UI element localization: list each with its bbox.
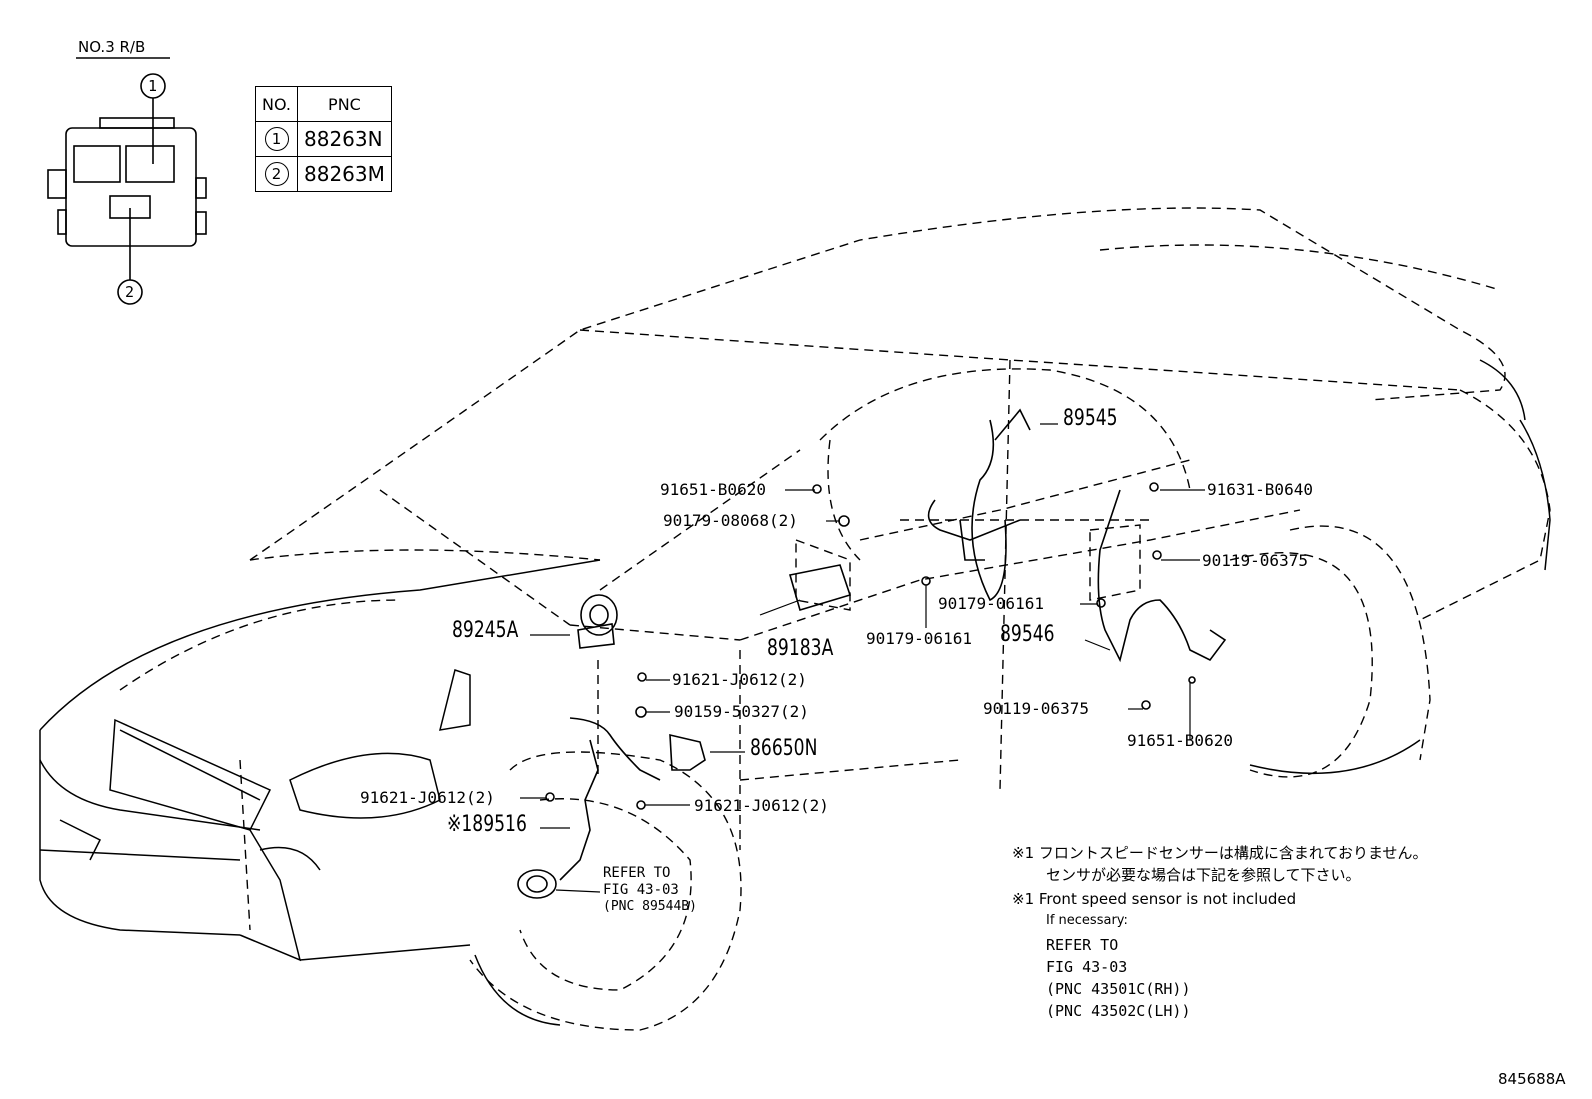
part-89183a: 89183A [767, 636, 834, 661]
relay-callout-1: 1 [148, 77, 158, 95]
note-en-line3: REFER TO [1046, 936, 1119, 954]
table-header-row: NO. PNC [255, 86, 392, 122]
note-en-line5: (PNC 43501C(RH)) [1046, 980, 1191, 998]
row-no: 1 [264, 127, 289, 151]
part-86650n: 86650N [750, 736, 818, 761]
refer-line-3: (PNC 89544B) [603, 899, 697, 914]
part-90179-08068: 90179-08068(2) [663, 511, 798, 530]
row-pnc: 88263N [297, 121, 392, 157]
part-90179-06161-mid: 90179-06161 [866, 629, 972, 648]
note-en-line2: If necessary: [1046, 913, 1128, 928]
note-jp-line2: センサが必要な場合は下記を参照して下さい。 [1046, 866, 1361, 884]
part-89245a: 89245A [452, 618, 519, 643]
part-91651-b0620-bot: 91651-B0620 [1127, 731, 1233, 750]
table-row: 1 88263N [255, 121, 392, 157]
part-90119-06375-top: 90119-06375 [1202, 551, 1308, 570]
part-91631-b0640: 91631-B0640 [1207, 480, 1313, 499]
part-90159-50327: 90159-50327(2) [674, 702, 809, 721]
header-pnc: PNC [297, 86, 392, 122]
part-91621-j0612-a: 91621-J0612(2) [672, 670, 807, 689]
row-no: 2 [264, 162, 289, 186]
row-pnc: 88263M [297, 156, 392, 192]
pnc-table: NO. PNC 1 88263N 2 88263M [255, 86, 392, 192]
part-90119-06375-bot: 90119-06375 [983, 699, 1089, 718]
note-en-line4: FIG 43-03 [1046, 958, 1128, 976]
refer-line-2: FIG 43-03 [603, 882, 679, 898]
part-89516: ※189516 [447, 812, 527, 837]
part-89546: 89546 [1000, 622, 1055, 647]
figure-id: 845688A [1498, 1070, 1566, 1088]
part-90179-06161-right: 90179-06161 [938, 594, 1044, 613]
part-91621-j0612-c: 91621-J0612(2) [694, 796, 829, 815]
part-89545: 89545 [1063, 406, 1118, 431]
note-en-line6: (PNC 43502C(LH)) [1046, 1002, 1191, 1020]
relay-callout-2: 2 [125, 283, 135, 301]
table-row: 2 88263M [255, 156, 392, 192]
header-no: NO. [255, 86, 298, 122]
part-91651-b0620-top: 91651-B0620 [660, 480, 766, 499]
note-jp-line1: ※1 フロントスピードセンサーは構成に含まれておりません。 [1012, 844, 1428, 862]
note-en-line1: ※1 Front speed sensor is not included [1012, 890, 1297, 908]
refer-line-1: REFER TO [603, 865, 671, 881]
relay-box-title: NO.3 R/B [78, 38, 146, 56]
part-91621-j0612-b: 91621-J0612(2) [360, 788, 495, 807]
